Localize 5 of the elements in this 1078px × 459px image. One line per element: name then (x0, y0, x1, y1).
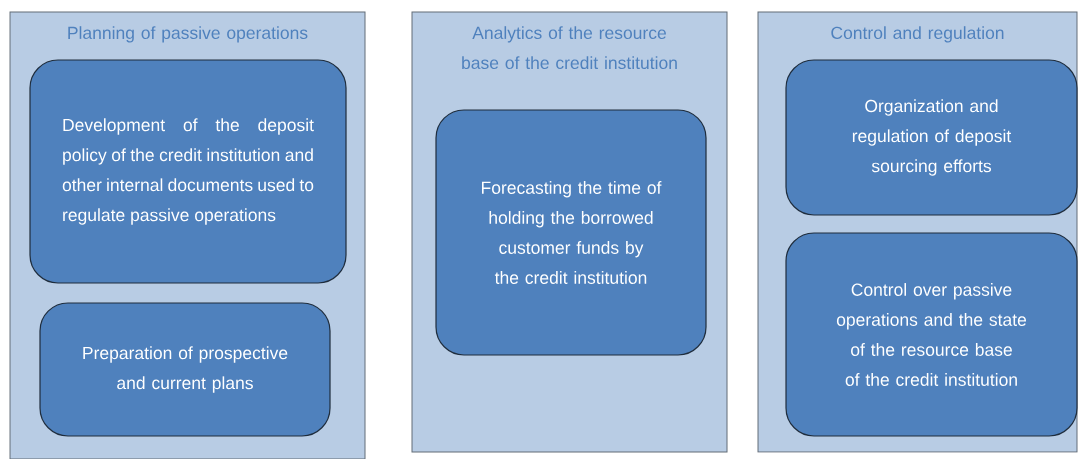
process-box: Preparation of prospective and current plans (39, 302, 331, 437)
process-box: Forecasting the time of holding the borrowed customer funds by the credit institution (435, 109, 707, 356)
process-box: Control over passive operations and the state of the resource base of the credit institution (785, 232, 1078, 437)
process-box: Organization and regulation of deposit sourcing efforts (785, 59, 1078, 216)
process-box: Development of the deposit policy of the credit institution and other internal documents used to regulate passive operations (29, 59, 347, 284)
